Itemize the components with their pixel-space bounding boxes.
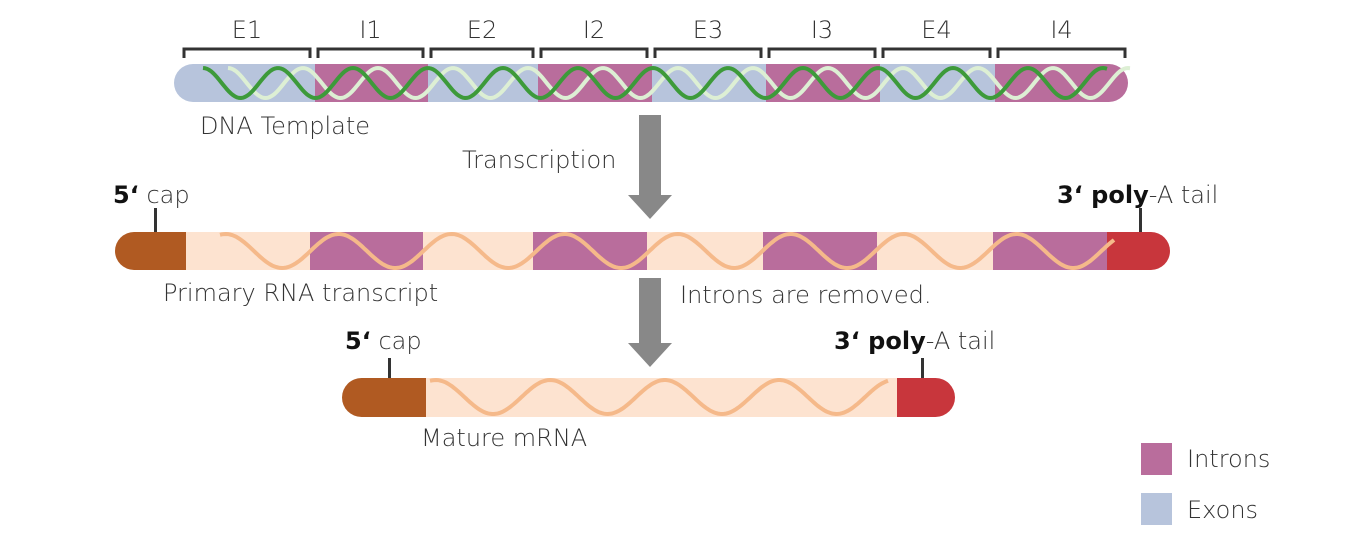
segment-bracket — [316, 47, 425, 58]
segment-bracket — [653, 47, 763, 58]
segment-bracket — [767, 47, 877, 58]
splicing-label: Introns are removed. — [680, 281, 932, 309]
primary-rna-transcript: 5‘ cap 3‘ poly-A tail Primary RNA transc… — [113, 181, 1218, 307]
segment-bracket — [182, 47, 312, 58]
segment-label-e2: E2 — [467, 16, 497, 44]
segment-label-i3: I3 — [811, 16, 833, 44]
segment-bracket — [539, 47, 649, 58]
segment-label-i2: I2 — [583, 16, 605, 44]
poly-a-tail — [1107, 232, 1170, 270]
dna-strand-dark — [202, 65, 1108, 101]
cap — [115, 232, 186, 270]
primary-rna-label: Primary RNA transcript — [163, 279, 438, 307]
intron-segment — [993, 232, 1107, 270]
mature-mrna: 5‘ cap 3‘ poly-A tail Mature mRNA — [342, 327, 995, 452]
segment-label-e3: E3 — [693, 16, 723, 44]
cap-marker — [154, 208, 157, 232]
tail-marker — [921, 358, 924, 378]
mature-tail-label: 3‘ poly-A tail — [834, 327, 995, 355]
segment-bracket — [881, 47, 992, 58]
dna-template: E1 I1 E2 I2 E3 I3 E4 I4 DNA Template — [174, 16, 1131, 140]
legend-swatch-introns — [1141, 443, 1172, 475]
segment-label-e4: E4 — [921, 16, 951, 44]
cap — [342, 378, 426, 417]
legend-label-introns: Introns — [1187, 445, 1270, 473]
segment-label-i4: I4 — [1050, 16, 1072, 44]
primary-cap-label: 5‘ cap — [113, 181, 190, 209]
exon-segment — [186, 232, 310, 270]
legend-label-exons: Exons — [1187, 496, 1258, 524]
segment-bracket — [996, 47, 1127, 58]
legend-swatch-exons — [1141, 493, 1172, 525]
segment-bracket — [429, 47, 535, 58]
primary-tail-label: 3‘ poly-A tail — [1057, 181, 1218, 209]
poly-a-tail — [897, 378, 955, 417]
segment-label-i1: I1 — [359, 16, 381, 44]
dna-template-label: DNA Template — [200, 112, 370, 140]
segment-label-e1: E1 — [232, 16, 262, 44]
tail-marker — [1139, 208, 1142, 232]
rna-strand — [429, 377, 889, 417]
rna-strand — [219, 231, 1116, 271]
legend: Introns Exons — [1141, 443, 1270, 525]
cap-marker — [388, 358, 391, 378]
splicing-arrow — [628, 278, 672, 367]
mature-mrna-label: Mature mRNA — [421, 424, 587, 452]
mature-cap-label: 5‘ cap — [345, 327, 422, 355]
transcription-label: Transcription — [462, 146, 616, 174]
transcription-arrow — [628, 115, 672, 219]
dna-strand-light — [227, 65, 1131, 101]
